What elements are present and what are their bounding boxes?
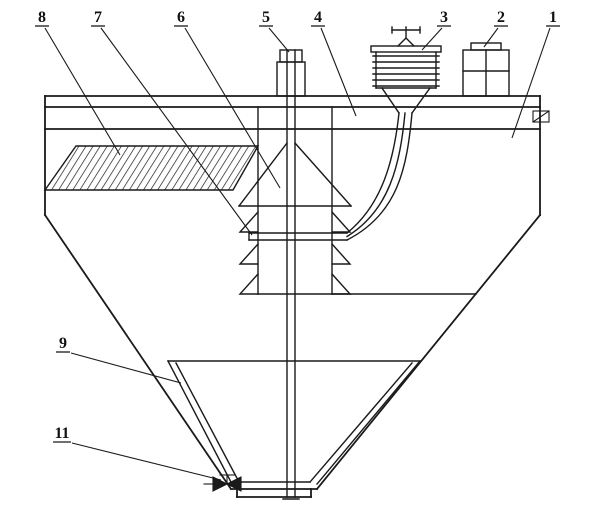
callout-label-8: 8 bbox=[38, 9, 46, 26]
callout-part7: 7 bbox=[91, 9, 253, 236]
callout-label-4: 4 bbox=[314, 9, 322, 26]
callout-label-3: 3 bbox=[440, 9, 448, 26]
feed-pipe bbox=[248, 112, 413, 241]
drawing-linework bbox=[43, 26, 550, 500]
plate-pack bbox=[43, 145, 260, 191]
callout-label-5: 5 bbox=[262, 9, 270, 26]
callouts: 8 7 6 5 4 3 2 bbox=[35, 9, 560, 481]
callout-part9: 9 bbox=[56, 335, 182, 384]
deflector-cones bbox=[238, 142, 352, 295]
feedwell-column bbox=[257, 106, 333, 295]
callout-part3: 3 bbox=[421, 9, 451, 51]
discharge-valve bbox=[203, 474, 242, 492]
callout-part6: 6 bbox=[174, 9, 281, 189]
callout-part11: 11 bbox=[53, 425, 222, 481]
callout-part2: 2 bbox=[483, 9, 508, 48]
callout-part5: 5 bbox=[259, 9, 290, 53]
center-shaft bbox=[282, 49, 300, 500]
callout-label-9: 9 bbox=[59, 335, 67, 352]
callout-label-7: 7 bbox=[94, 9, 102, 26]
motor-box bbox=[462, 42, 510, 97]
callout-label-6: 6 bbox=[177, 9, 185, 26]
callout-label-2: 2 bbox=[497, 9, 505, 26]
callout-part8: 8 bbox=[35, 9, 121, 156]
callout-part4: 4 bbox=[311, 9, 357, 117]
overflow-nozzle bbox=[532, 110, 550, 123]
drive-assembly bbox=[370, 26, 442, 114]
callout-label-1: 1 bbox=[549, 9, 557, 26]
inner-cone-liner bbox=[167, 360, 421, 485]
callout-label-11: 11 bbox=[54, 425, 69, 442]
callout-part1: 1 bbox=[511, 9, 560, 139]
shaft-coupling bbox=[276, 49, 306, 97]
